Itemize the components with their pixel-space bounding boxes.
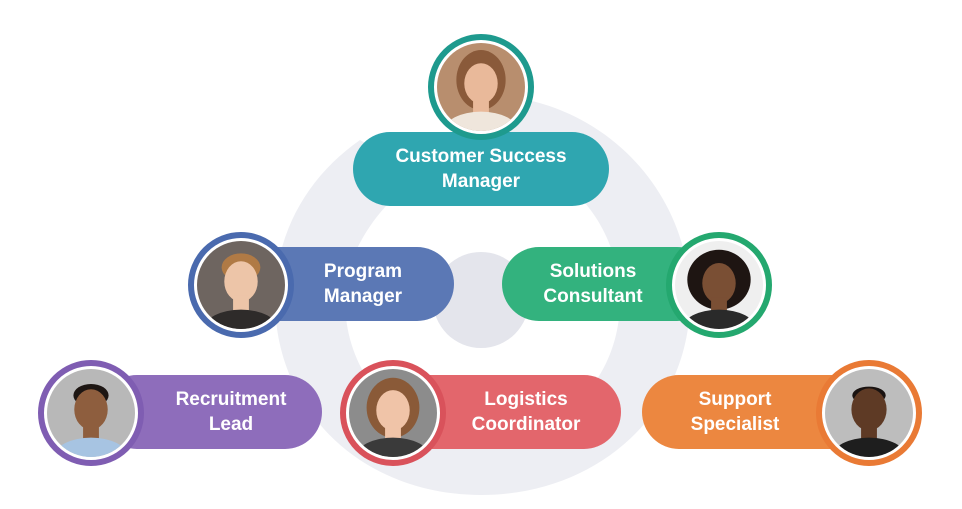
avatar-program-manager: [188, 232, 294, 338]
role-label: Program Manager: [323, 261, 403, 307]
person-photo-icon: [47, 369, 135, 457]
avatar-customer-success-manager: [428, 34, 534, 140]
role-label: Solutions Consultant: [543, 261, 643, 307]
role-label: Recruitment Lead: [175, 389, 287, 435]
avatar-logistics-coordinator: [340, 360, 446, 466]
person-photo-icon: [197, 241, 285, 329]
role-label: Support Specialist: [690, 389, 780, 435]
role-card-customer-success-manager: Customer Success Manager: [353, 132, 609, 206]
person-photo-icon: [349, 369, 437, 457]
avatar-recruitment-lead: [38, 360, 144, 466]
role-label: Customer Success Manager: [395, 146, 567, 192]
avatar-support-specialist: [816, 360, 922, 466]
person-photo-icon: [437, 43, 525, 131]
person-photo-icon: [825, 369, 913, 457]
avatar-solutions-consultant: [666, 232, 772, 338]
person-photo-icon: [675, 241, 763, 329]
role-label: Logistics Coordinator: [471, 389, 581, 435]
